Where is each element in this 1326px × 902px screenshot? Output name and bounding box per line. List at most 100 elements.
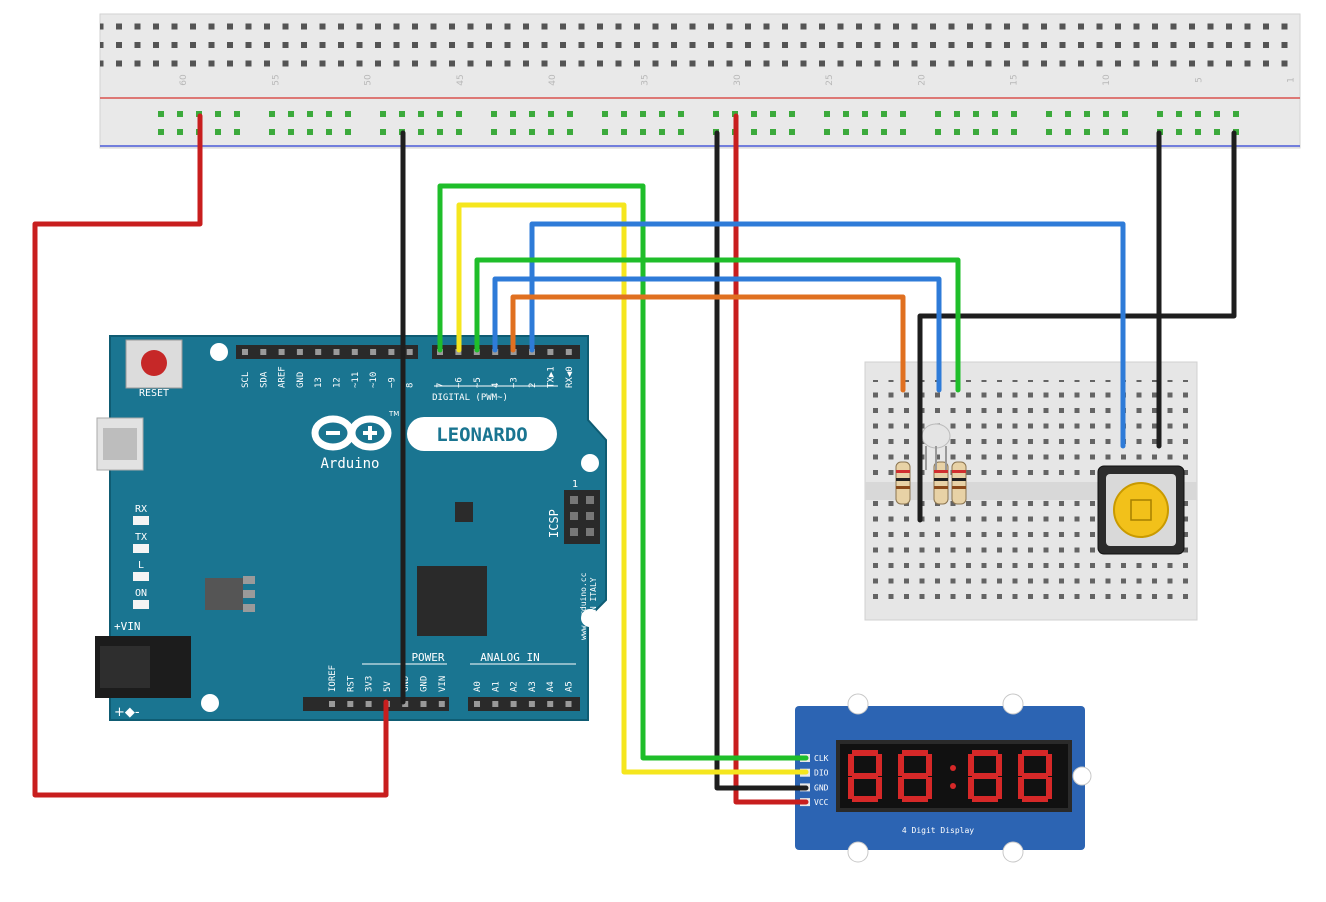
pin-label: A1 <box>491 681 501 692</box>
pin-label: RST <box>346 675 356 692</box>
polarity-icon: +◆- <box>114 705 140 720</box>
made-in-label: MADE IN ITALY <box>589 577 598 640</box>
resistor-icon <box>933 461 949 505</box>
pushbutton[interactable] <box>1097 465 1185 555</box>
column-number: 1 <box>1287 77 1297 83</box>
pin-label: IOREF <box>328 665 338 692</box>
header-pin <box>365 701 372 707</box>
wire-blue-led <box>492 276 942 393</box>
header-pin <box>547 349 554 355</box>
header-pin <box>278 349 285 355</box>
display-pin-label: GND <box>814 783 829 792</box>
header-pin <box>406 349 413 355</box>
small-breadboard <box>864 361 1198 621</box>
wire-red-5v <box>32 113 389 798</box>
resistor-icon <box>895 461 911 505</box>
header-pin <box>388 349 395 355</box>
led-icon <box>133 572 149 581</box>
analog-header-label: ANALOG IN <box>480 651 540 664</box>
header-pin <box>565 349 572 355</box>
pin-label: A4 <box>546 681 556 692</box>
column-number: 55 <box>271 74 281 85</box>
display-caption: 4 Digit Display <box>902 826 974 835</box>
pin-label: A2 <box>510 681 520 692</box>
column-number: 25 <box>825 74 835 85</box>
led-label: L <box>138 560 144 571</box>
pin-label: 7 <box>436 383 446 388</box>
header-pin <box>402 701 409 707</box>
column-number: 5 <box>1194 77 1204 83</box>
website-label: www.arduino.cc <box>579 572 588 640</box>
pin-label: ~3 <box>510 377 520 388</box>
digit-icon <box>898 750 932 802</box>
header-pin <box>351 349 358 355</box>
pin-label: 12 <box>333 377 343 388</box>
wire-yellow-dio <box>456 202 809 775</box>
vin-label: +VIN <box>114 620 141 633</box>
header-pin <box>474 701 480 707</box>
pin-label: A0 <box>473 681 483 692</box>
header-pin <box>565 701 572 707</box>
digital-header-label: DIGITAL (PWM~) <box>432 393 508 403</box>
column-number: 60 <box>179 74 189 86</box>
brand-label: Arduino <box>320 456 379 472</box>
wire-green-led <box>474 257 961 393</box>
pin-label: VIN <box>438 676 448 692</box>
model-label: LEONARDO <box>436 424 528 446</box>
pin-label: GND <box>401 676 411 692</box>
pin-label: 8 <box>406 383 416 388</box>
wires <box>32 113 1237 805</box>
column-number: 35 <box>641 74 651 85</box>
display-pin-label: VCC <box>814 798 829 807</box>
display-pin-label: CLK <box>814 754 829 763</box>
led-icon <box>133 600 149 609</box>
column-number: 40 <box>548 74 558 86</box>
pin-label: ~11 <box>351 372 361 388</box>
led-label: ON <box>135 588 147 599</box>
column-number: 50 <box>364 74 374 86</box>
top-header-right <box>432 345 580 359</box>
reset-button[interactable] <box>125 339 183 389</box>
wire-black-led <box>917 130 1237 523</box>
pin-label: 13 <box>314 377 324 388</box>
pin-label: A5 <box>565 681 575 692</box>
pin-label: ~10 <box>369 372 379 388</box>
pin-label: SCL <box>241 372 251 388</box>
usb-port-icon <box>96 417 144 471</box>
pin-label: 4 <box>491 383 501 388</box>
top-header-left <box>236 345 418 359</box>
led-icon <box>133 544 149 553</box>
pin-label: 5V <box>383 681 393 692</box>
power-header <box>303 697 449 711</box>
header-pin <box>492 701 499 707</box>
pin-label: ~6 <box>454 377 464 388</box>
header-pin <box>333 349 340 355</box>
pin-label: GND <box>296 372 306 388</box>
wire-black-display-gnd <box>714 130 809 791</box>
power-header-label: POWER <box>411 651 444 664</box>
pin-label: ~9 <box>387 377 397 388</box>
voltage-regulator-icon <box>205 576 255 612</box>
header-pin <box>420 701 427 707</box>
power-jack-icon <box>95 636 191 698</box>
column-number: 30 <box>733 74 743 86</box>
arduino-logo-icon <box>311 415 392 451</box>
header-pin <box>347 701 354 707</box>
microcontroller-chip-icon <box>417 566 487 636</box>
header-pin <box>242 349 248 355</box>
led-label: TX <box>135 532 147 543</box>
column-number: 15 <box>1010 74 1020 85</box>
analog-header <box>468 697 580 711</box>
header-pin <box>315 349 322 355</box>
digit-icon <box>1018 750 1052 802</box>
header-pin <box>296 349 303 355</box>
pin-label: TX▶1 <box>546 366 556 388</box>
rgb-led-icon <box>921 423 951 470</box>
resistor-icon <box>951 461 967 505</box>
